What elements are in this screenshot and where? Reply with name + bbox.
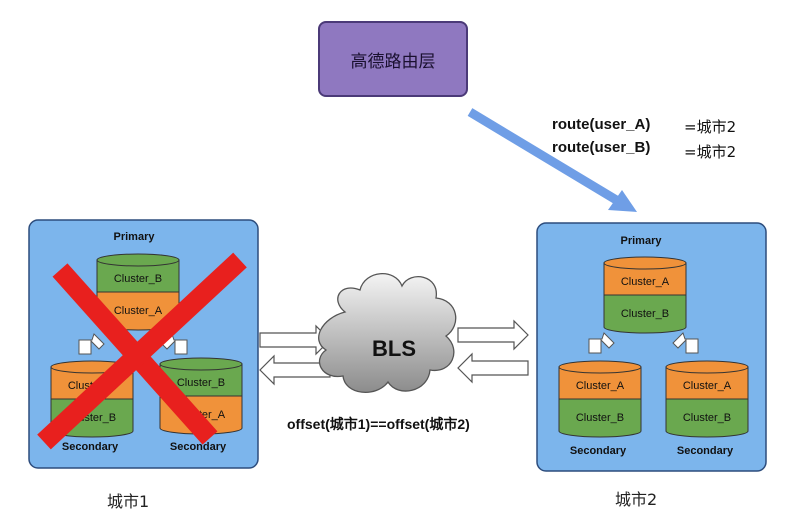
route-user-a-value: =城市2 (684, 118, 737, 136)
city2-secondary-right-label: Cluster_B (683, 412, 731, 424)
city1-primary-label: Cluster_B (114, 273, 162, 285)
city2-primary-segment-cluster-b: Cluster_B (603, 294, 687, 334)
city1-secondary-left-label: Secondary (62, 441, 119, 453)
route-arrow (467, 108, 637, 212)
city2-secondary-right-stack: Cluster_A Cluster_B (665, 360, 749, 438)
city1-secondary-right-label: Secondary (170, 441, 227, 453)
city2-secondary-left-segment-cluster-a: Cluster_A (558, 360, 642, 406)
city1-secondary-right-label: Cluster_B (177, 377, 225, 389)
city1-caption: 城市1 (107, 492, 150, 511)
sync-arrows (259, 319, 529, 386)
routing-layer-box: 高德路由层 (318, 21, 468, 97)
failure-x-mark (37, 252, 247, 450)
city1-primary-label: Cluster_A (114, 305, 163, 317)
city2-secondary-right-segment-cluster-a: Cluster_A (665, 360, 749, 406)
city2-secondary-left-label: Cluster_A (576, 380, 625, 392)
bls-to-city1-arrow (259, 354, 331, 386)
city2-secondary-right-segment-cluster-b: Cluster_B (665, 398, 749, 438)
city2-primary-segment-cluster-a: Cluster_A (603, 256, 687, 302)
offset-equality-label: offset(城市1)==offset(城市2) (287, 416, 470, 432)
city2-secondary-right-label: Cluster_A (683, 380, 732, 392)
route-user-b-value: =城市2 (684, 143, 737, 161)
city2-primary-label: Cluster_B (621, 308, 669, 320)
city2-secondary-left-stack: Cluster_A Cluster_B (558, 360, 642, 438)
city2-replication-arrows (588, 332, 699, 354)
city1-primary-segment-cluster-b: Cluster_B (96, 253, 180, 299)
routing-layer-label: 高德路由层 (350, 51, 436, 72)
city2-primary-stack: Cluster_A Cluster_B (603, 256, 687, 334)
city2-secondary-left-label: Secondary (570, 445, 627, 457)
city2-secondary-left-label: Cluster_B (576, 412, 624, 424)
city2-secondary-right-label: Secondary (677, 445, 734, 457)
route-user-a-expr: route(user_A) (552, 116, 651, 133)
city2-to-bls-arrow (457, 352, 529, 384)
bls-to-city2-arrow (457, 319, 529, 351)
city1-primary-stack: Cluster_B Cluster_A (96, 253, 180, 331)
city2-secondary-left-segment-cluster-b: Cluster_B (558, 398, 642, 438)
bls-cloud: BLS (318, 273, 457, 393)
city2-primary-label: Primary (621, 235, 663, 247)
city1-primary-label: Primary (114, 231, 156, 243)
city2-caption: 城市2 (615, 490, 658, 509)
bls-label: BLS (372, 336, 416, 361)
city2-primary-label: Cluster_A (621, 276, 670, 288)
route-user-b-expr: route(user_B) (552, 139, 651, 156)
